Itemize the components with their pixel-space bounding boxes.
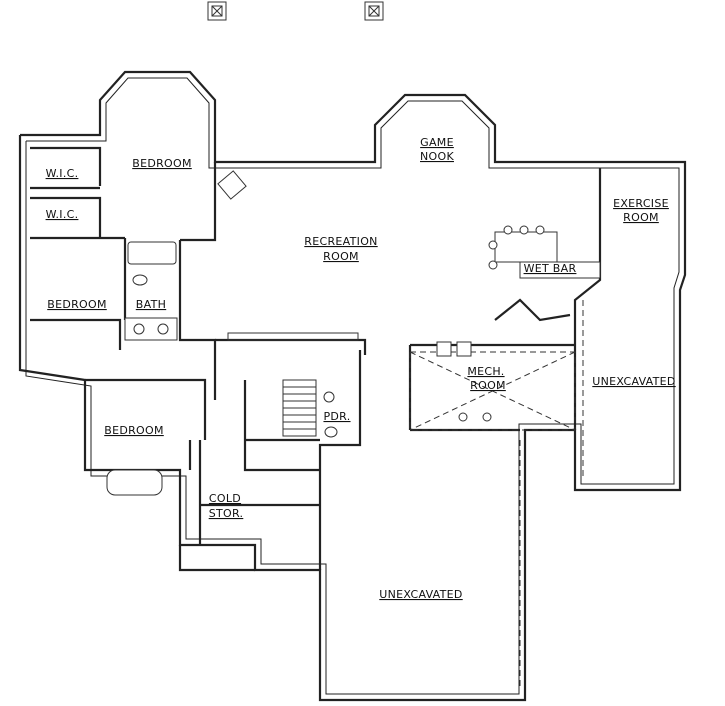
label-mech-room: ROOM [470,379,506,392]
fireplace-icon [217,170,247,200]
toilet-icon [132,274,148,286]
label-unexcavated: UNEXCAVATED [592,375,675,388]
label-cold-storage: COLD [209,492,241,505]
label-bedroom: BEDROOM [47,298,107,311]
window [227,332,359,341]
label-bedroom: BEDROOM [104,424,164,437]
footing-icon [207,1,227,21]
label-game-nook: GAME [420,136,454,149]
furnace-icon [456,341,472,357]
label-unexcavated: UNEXCAVATED [379,588,462,601]
exterior-wall [18,70,687,702]
window-well [106,469,163,496]
bathtub-icon [127,241,177,265]
label-wic: W.I.C. [46,208,79,221]
vanity-icon [124,317,178,341]
exterior-wall-inner [25,77,680,695]
toilet-icon [324,426,338,438]
label-exercise-room: EXERCISE [613,197,669,210]
water-heater-icon [458,412,468,422]
label-mech-room: MECH. [467,365,504,378]
label-game-nook: NOOK [420,150,454,163]
label-recreation-room: RECREATION [304,235,377,248]
sink-icon [323,391,335,403]
label-bedroom: BEDROOM [132,157,192,170]
furnace-icon [436,341,452,357]
label-recreation-room: ROOM [323,250,359,263]
label-exercise-room: ROOM [623,211,659,224]
label-bath: BATH [136,298,166,311]
footing-icon [364,1,384,21]
stairs [282,379,317,437]
wet-bar-island [494,231,558,263]
label-cold-storage: STOR. [209,507,244,520]
label-wic: W.I.C. [46,167,79,180]
interior-walls [30,146,602,572]
label-pdr: PDR. [323,410,350,423]
label-wet-bar: WET BAR [524,262,577,275]
water-heater-icon [482,412,492,422]
